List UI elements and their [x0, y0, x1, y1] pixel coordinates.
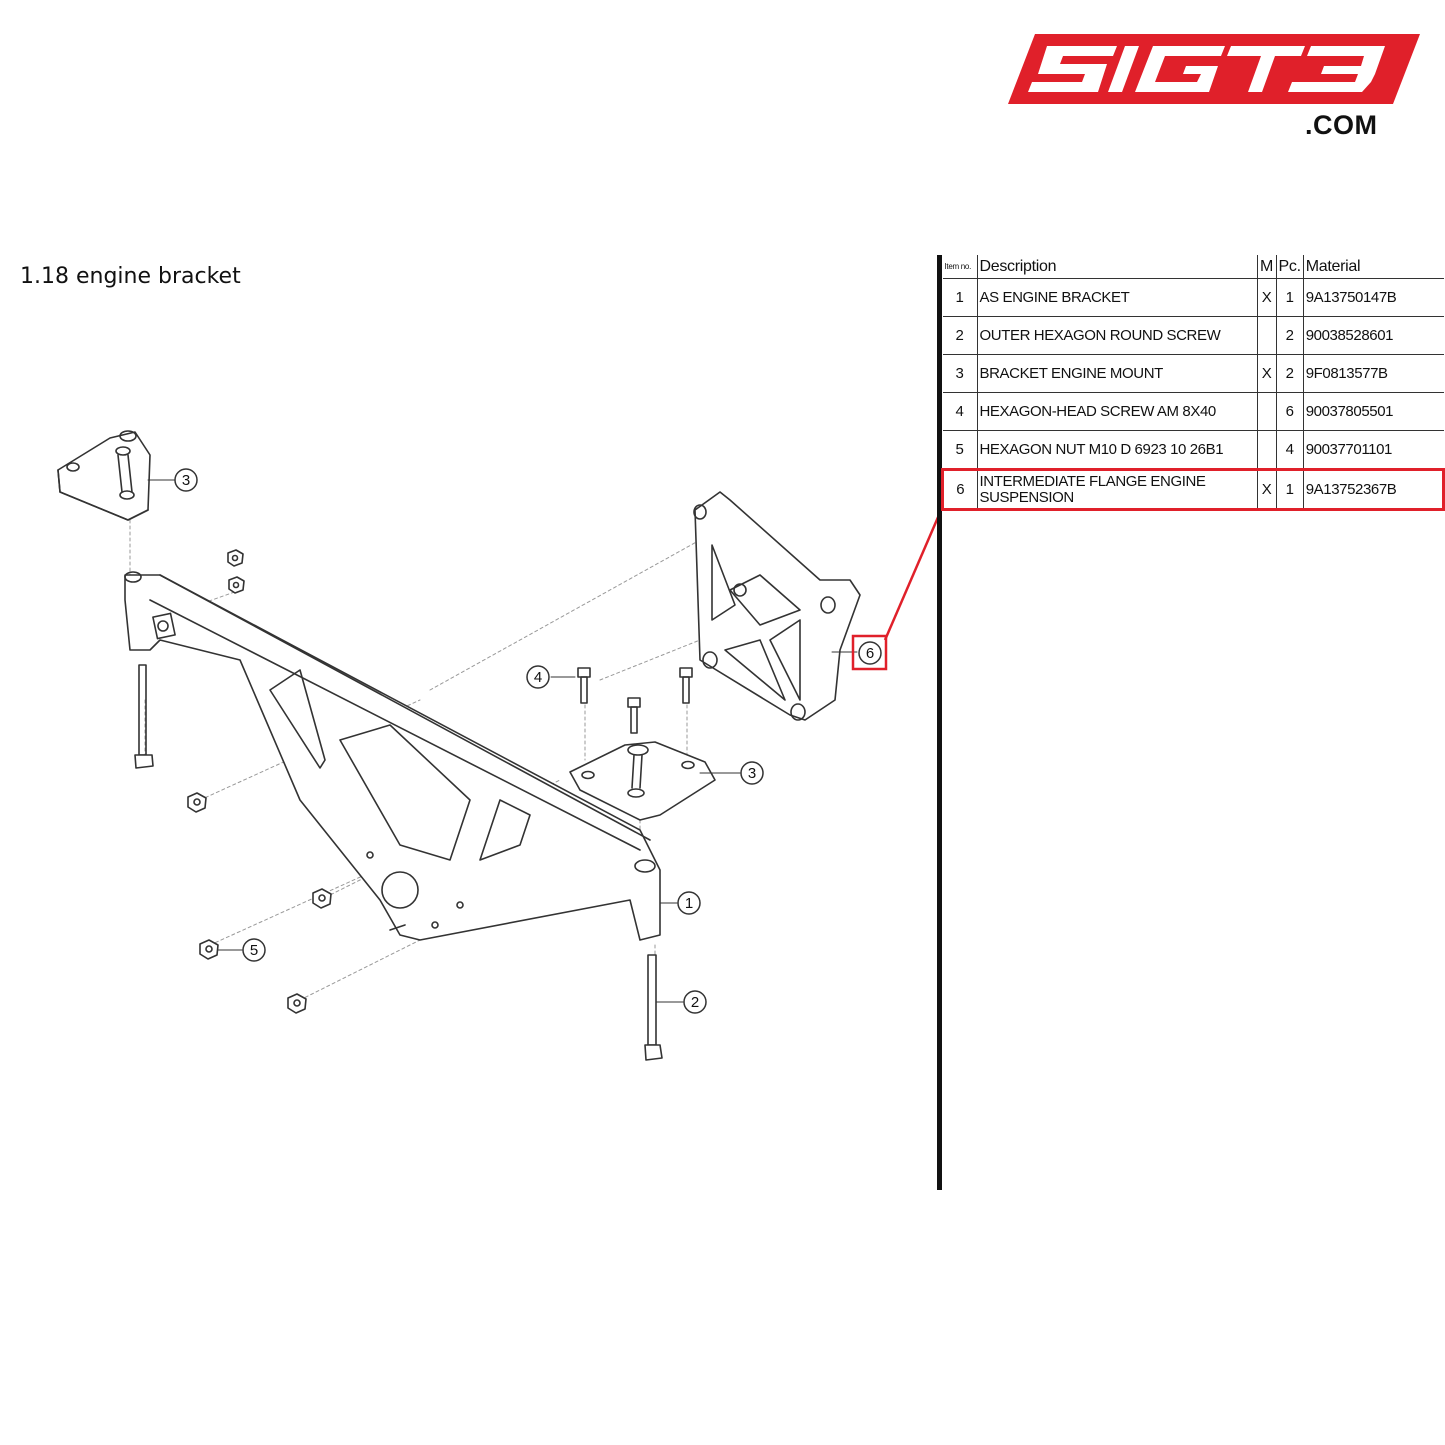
- cell-description: AS ENGINE BRACKET: [977, 278, 1258, 317]
- cell-material: 9A13752367B: [1303, 468, 1445, 511]
- callout-label: 5: [250, 942, 258, 959]
- callout-2: [683, 990, 707, 1014]
- cell-material: 90038528601: [1303, 316, 1444, 355]
- cell-item: 4: [942, 392, 978, 431]
- cell-m: [1257, 316, 1277, 355]
- cell-pc: 2: [1276, 354, 1304, 393]
- cell-description: HEXAGON NUT M10 D 6923 10 26B1: [977, 430, 1258, 470]
- header-pc: Pc.: [1276, 255, 1304, 279]
- table-header-row: Item no. Description M Pc. Material: [942, 255, 1444, 279]
- cell-description: INTERMEDIATE FLANGE ENGINE SUSPENSION: [977, 468, 1258, 511]
- cell-item: 5: [942, 430, 978, 470]
- table-row: 4 HEXAGON-HEAD SCREW AM 8X40 6 900378055…: [942, 392, 1444, 431]
- cell-pc: 6: [1276, 392, 1304, 431]
- engine-mount-part-bottom: [569, 741, 716, 821]
- header-item-no: Item no.: [942, 255, 978, 279]
- callout-6-highlight: [851, 634, 888, 671]
- cell-m: X: [1257, 354, 1277, 393]
- callout-6: [858, 641, 882, 665]
- table-separator-line: [937, 255, 942, 1190]
- cell-pc: 1: [1276, 468, 1304, 511]
- header-m: M: [1257, 255, 1277, 279]
- engine-bracket-frame: [124, 571, 661, 941]
- header-description: Description: [977, 255, 1258, 279]
- table-row: 2 OUTER HEXAGON ROUND SCREW 2 9003852860…: [942, 316, 1444, 355]
- logo-domain-suffix: .COM: [1305, 110, 1378, 140]
- callout-5: [242, 938, 266, 962]
- callout-3-bottom: [740, 761, 764, 785]
- callout-label: 4: [534, 669, 542, 686]
- table-row: 1 AS ENGINE BRACKET X 1 9A13750147B: [942, 278, 1444, 317]
- cell-pc: 2: [1276, 316, 1304, 355]
- callout-label: 3: [748, 765, 756, 782]
- cell-m: [1257, 392, 1277, 431]
- hex-nuts: [187, 549, 332, 1014]
- callout-4: [526, 665, 550, 689]
- cell-material: 90037805501: [1303, 392, 1444, 431]
- page-title: 1.18 engine bracket: [20, 264, 241, 289]
- cell-description: HEXAGON-HEAD SCREW AM 8X40: [977, 392, 1258, 431]
- callout-label: 2: [691, 994, 699, 1011]
- cell-item: 6: [941, 468, 978, 511]
- parts-table: Item no. Description M Pc. Material 1 AS…: [941, 255, 1445, 511]
- cell-item: 3: [942, 354, 978, 393]
- callout-1: [677, 891, 701, 915]
- bolt-left: [134, 664, 154, 769]
- sigt3-logo: [1008, 34, 1420, 104]
- cell-material: 9F0813577B: [1303, 354, 1444, 393]
- table-row: 3 BRACKET ENGINE MOUNT X 2 9F0813577B: [942, 354, 1444, 393]
- cell-item: 2: [942, 316, 978, 355]
- hex-head-screws: [577, 667, 693, 734]
- intermediate-flange: [693, 491, 861, 721]
- table-row: 5 HEXAGON NUT M10 D 6923 10 26B1 4 90037…: [942, 430, 1444, 470]
- callout-label: 6: [866, 645, 874, 662]
- cell-m: X: [1257, 468, 1277, 511]
- callout-label: 1: [685, 895, 693, 912]
- bolt-right: [644, 954, 663, 1061]
- engine-mount-part-top: [57, 430, 151, 521]
- header-material: Material: [1303, 255, 1444, 279]
- callout-3-top: [174, 468, 198, 492]
- cell-material: 9A13750147B: [1303, 278, 1444, 317]
- cell-m: [1257, 430, 1277, 470]
- cell-description: OUTER HEXAGON ROUND SCREW: [977, 316, 1258, 355]
- callout-label: 3: [182, 472, 190, 489]
- cell-pc: 4: [1276, 430, 1304, 470]
- table-row-highlighted: 6 INTERMEDIATE FLANGE ENGINE SUSPENSION …: [941, 468, 1445, 511]
- cell-m: X: [1257, 278, 1277, 317]
- cell-item: 1: [942, 278, 978, 317]
- cell-material: 90037701101: [1303, 430, 1444, 470]
- cell-pc: 1: [1276, 278, 1304, 317]
- engine-bracket-exploded-diagram: 3 3 4 5 1 2 6: [57, 430, 888, 1061]
- cell-description: BRACKET ENGINE MOUNT: [977, 354, 1258, 393]
